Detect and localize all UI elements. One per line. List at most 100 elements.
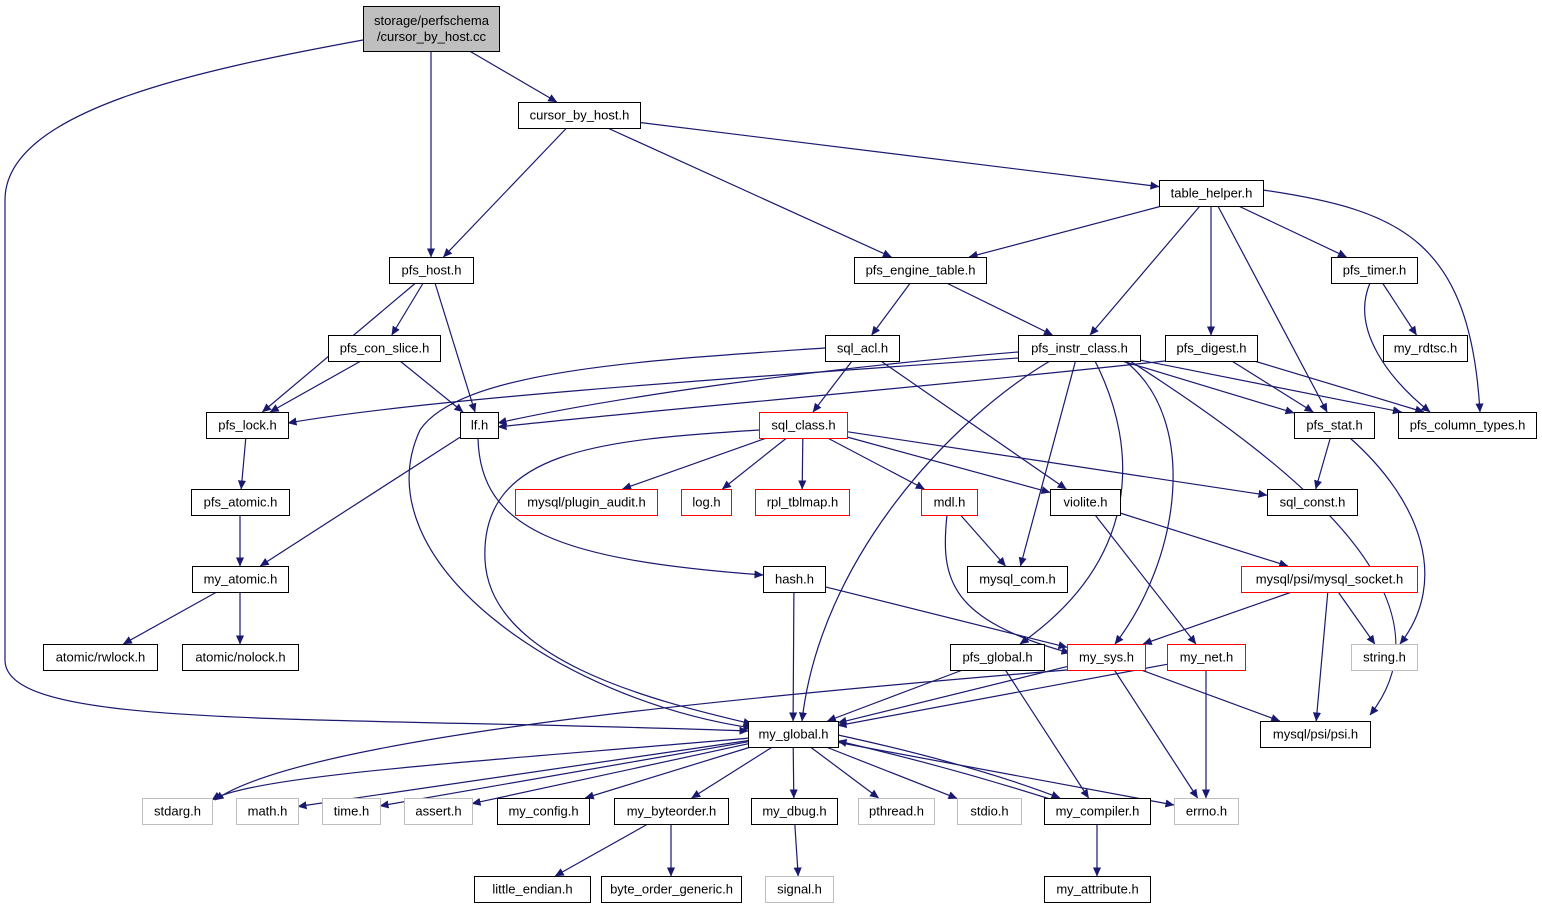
node-label: lf.h: [471, 418, 488, 433]
node-rwlock_h[interactable]: atomic/rwlock.h: [43, 644, 158, 671]
node-label: errno.h: [1186, 804, 1227, 819]
node-my_atomic_h[interactable]: my_atomic.h: [192, 566, 289, 593]
edge-my_global_h-to-my_dbug_h: [789, 746, 798, 799]
node-pfs_column_types_h[interactable]: pfs_column_types.h: [1398, 412, 1537, 439]
node-pfs_lock_h[interactable]: pfs_lock.h: [206, 412, 289, 439]
node-rpl_tblmap_h[interactable]: rpl_tblmap.h: [755, 489, 850, 516]
node-box: [601, 876, 742, 903]
edge-sql_class_h-to-log_h: [722, 437, 787, 490]
node-box: [192, 566, 289, 593]
node-math_h: math.h: [236, 798, 299, 825]
node-label: pfs_lock.h: [218, 418, 277, 433]
node-root[interactable]: storage/perfschema/cursor_by_host.cc: [363, 6, 500, 52]
node-my_rdtsc_h[interactable]: my_rdtsc.h: [1383, 335, 1468, 362]
node-violite_h[interactable]: violite.h: [1050, 489, 1121, 516]
node-box: [1294, 412, 1375, 439]
node-label: my_net.h: [1180, 650, 1233, 665]
node-pfs_digest_h[interactable]: pfs_digest.h: [1165, 335, 1258, 362]
edge-pfs_con_slice_h-to-pfs_lock_h: [269, 360, 362, 413]
node-pfs_timer_h[interactable]: pfs_timer.h: [1331, 257, 1418, 284]
node-pfs_instr_class_h[interactable]: pfs_instr_class.h: [1018, 335, 1141, 362]
edge-violite_h-to-my_net_h: [1094, 514, 1197, 645]
node-pfs_engine_table_h[interactable]: pfs_engine_table.h: [854, 257, 987, 284]
node-box: [515, 489, 658, 516]
node-sql_class_h[interactable]: sql_class.h: [759, 412, 848, 439]
node-sql_const_h[interactable]: sql_const.h: [1267, 489, 1358, 516]
node-my_compiler_h[interactable]: my_compiler.h: [1044, 798, 1151, 825]
node-log_h[interactable]: log.h: [681, 489, 732, 516]
node-pfs_atomic_h[interactable]: pfs_atomic.h: [191, 489, 290, 516]
edge-my_global_h-to-my_compiler_h: [837, 734, 1061, 799]
edge-my_sys_h-to-my_global_h: [837, 666, 1068, 725]
node-pfs_stat_h[interactable]: pfs_stat.h: [1294, 412, 1375, 439]
node-box: [1398, 412, 1537, 439]
node-my_sys_h[interactable]: my_sys.h: [1067, 644, 1146, 671]
node-label: my_attribute.h: [1056, 882, 1138, 897]
node-box: [957, 798, 1022, 825]
node-psi_h[interactable]: mysql/psi/psi.h: [1260, 721, 1371, 748]
node-my_attribute_h[interactable]: my_attribute.h: [1044, 876, 1151, 903]
edge-pfs_instr_class_h-to-my_sys_h: [1114, 360, 1174, 645]
node-box: [759, 412, 848, 439]
node-box: [763, 566, 826, 593]
node-label: my_global.h: [758, 727, 828, 742]
node-pfs_global_h[interactable]: pfs_global.h: [950, 644, 1045, 671]
node-nolock_h[interactable]: atomic/nolock.h: [182, 644, 299, 671]
node-my_config_h[interactable]: my_config.h: [497, 798, 590, 825]
node-box: [1351, 644, 1418, 671]
node-mysql_socket_h[interactable]: mysql/psi/mysql_socket.h: [1241, 566, 1418, 593]
node-errno_h: errno.h: [1174, 798, 1239, 825]
node-box: [1383, 335, 1468, 362]
edge-pfs_host_h-to-lf_h: [434, 282, 477, 413]
node-cursor_by_host_h[interactable]: cursor_by_host.h: [518, 102, 641, 129]
node-byte_order_generic_h[interactable]: byte_order_generic.h: [601, 876, 742, 903]
edge-table_helper_h-to-pfs_instr_class_h: [1089, 205, 1201, 336]
node-mdl_h[interactable]: mdl.h: [921, 489, 978, 516]
node-pfs_host_h[interactable]: pfs_host.h: [389, 257, 474, 284]
node-my_global_h[interactable]: my_global.h: [748, 721, 839, 748]
edge-my_global_h-to-errno_h: [837, 741, 1175, 808]
node-my_dbug_h[interactable]: my_dbug.h: [751, 798, 838, 825]
node-box: [206, 412, 289, 439]
node-my_net_h[interactable]: my_net.h: [1167, 644, 1246, 671]
node-label: stdio.h: [970, 804, 1008, 819]
edge-my_net_h-to-my_global_h: [837, 663, 1168, 729]
edge-pfs_instr_class_h-to-pfs_stat_h: [1121, 360, 1295, 415]
node-sql_acl_h[interactable]: sql_acl.h: [825, 335, 900, 362]
node-box: [43, 644, 158, 671]
node-table_helper_h[interactable]: table_helper.h: [1159, 180, 1264, 207]
edge-my_byteorder_h-to-little_endian_h: [554, 823, 649, 877]
edge-pfs_engine_table_h-to-pfs_instr_class_h: [946, 282, 1053, 336]
edge-pfs_global_h-to-my_global_h: [826, 669, 963, 722]
edge-pfs_instr_class_h-to-my_global_h: [798, 360, 1051, 722]
edge-my_global_h-to-pthread_h: [810, 746, 879, 799]
node-label: atomic/rwlock.h: [56, 650, 146, 665]
node-box: [1044, 876, 1151, 903]
edge-my_global_h-to-assert_h: [471, 743, 749, 806]
node-little_endian_h[interactable]: little_endian.h: [474, 876, 591, 903]
node-box: [404, 798, 473, 825]
node-mysql_com_h[interactable]: mysql_com.h: [967, 566, 1068, 593]
node-plugin_audit_h[interactable]: mysql/plugin_audit.h: [515, 489, 658, 516]
node-box: [825, 335, 900, 362]
node-pfs_con_slice_h[interactable]: pfs_con_slice.h: [328, 335, 441, 362]
node-label: pfs_column_types.h: [1410, 418, 1526, 433]
node-label: my_sys.h: [1079, 650, 1134, 665]
node-box: [142, 798, 213, 825]
node-my_byteorder_h[interactable]: my_byteorder.h: [614, 798, 729, 825]
node-hash_h[interactable]: hash.h: [763, 566, 826, 593]
node-lf_h[interactable]: lf.h: [460, 412, 499, 439]
node-box: [967, 566, 1068, 593]
node-box: [681, 489, 732, 516]
edge-pfs_lock_h-to-pfs_atomic_h: [237, 437, 247, 490]
node-string_h: string.h: [1351, 644, 1418, 671]
edge-pfs_engine_table_h-to-sql_acl_h: [871, 282, 911, 336]
edge-table_helper_h-to-pfs_column_types_h: [1262, 189, 1484, 413]
node-box: [1241, 566, 1418, 593]
edge-table_helper_h-to-pfs_timer_h: [1238, 205, 1347, 258]
edge-sql_class_h-to-mdl_h: [827, 437, 925, 490]
node-box: [389, 257, 474, 284]
edge-sql_acl_h-to-my_global_h: [408, 347, 826, 731]
edge-sql_acl_h-to-violite_h: [880, 360, 1067, 490]
